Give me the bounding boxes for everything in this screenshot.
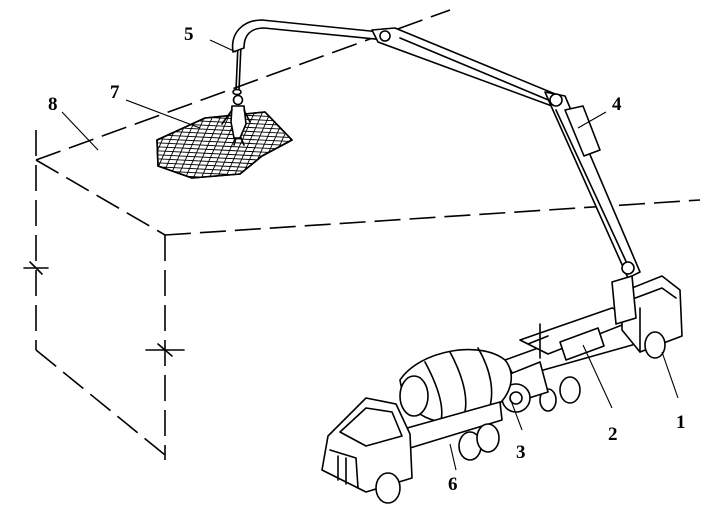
leader-6 [449,443,457,471]
break-mark-left [23,261,49,275]
concrete-pump-truck-icon [499,275,683,413]
foundation-block-icon [23,9,701,460]
block-top-front-edge [164,199,701,236]
leader-lines [61,39,679,471]
callout-5: 5 [184,24,194,45]
callout-8: 8 [48,94,58,115]
callout-7: 7 [110,82,120,103]
callout-1: 1 [676,412,686,433]
end-hose-icon [232,44,242,96]
worker-icon [221,94,251,146]
leader-2 [582,344,613,409]
callout-labels: 1 2 3 4 5 6 7 8 [48,24,686,495]
boom-turret [611,275,637,325]
block-bottom-edge [35,349,166,456]
leader-4 [577,111,607,129]
block-top-left-edge [35,159,166,236]
leader-8 [61,111,99,151]
leader-7 [125,99,201,129]
hopper-box [559,327,605,361]
leader-5 [209,39,237,53]
callout-2: 2 [608,424,618,445]
leader-3 [509,397,523,431]
pump-truck-cab [621,275,683,353]
callout-4: 4 [612,94,622,115]
leader-1 [661,351,679,399]
concrete-mixer-truck-icon [321,347,513,504]
break-mark-front [145,343,185,357]
callout-6: 6 [448,474,458,495]
placing-boom-icon [231,19,641,279]
callout-3: 3 [516,442,526,463]
